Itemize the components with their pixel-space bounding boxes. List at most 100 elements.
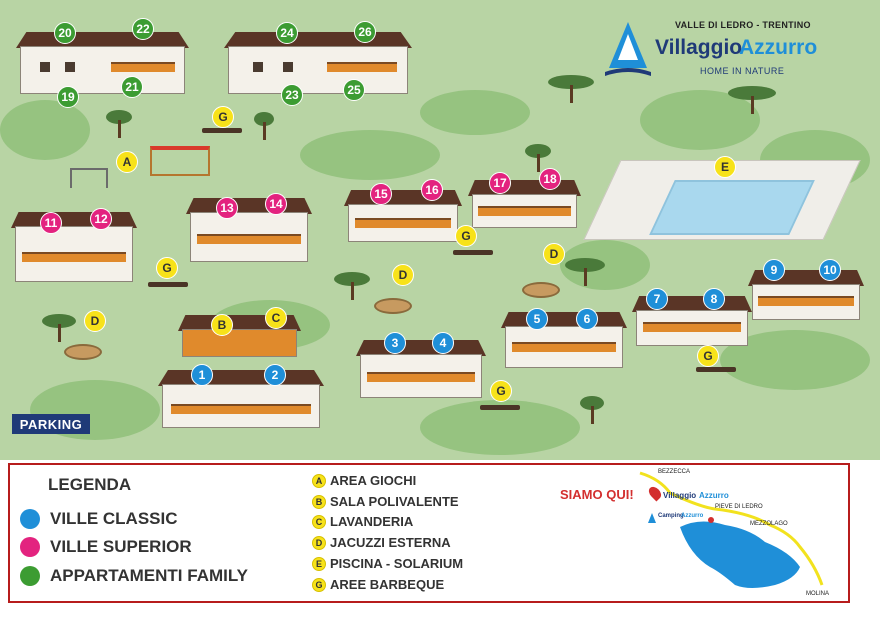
jacuzzi (522, 282, 560, 298)
brand-name-part2: Azzurro (739, 36, 818, 59)
legend-service-d: D JACUZZI ESTERNA (312, 535, 451, 550)
villa-marker-superior[interactable]: 16 (421, 179, 443, 201)
camping-label-part2: Azzurro (681, 513, 704, 519)
service-d-icon: D (312, 535, 326, 550)
common-building (178, 315, 301, 357)
playground (150, 146, 210, 176)
legend-service-g: G AREE BARBEQUE (312, 577, 444, 592)
tree (548, 75, 594, 109)
bbq-grill (696, 367, 736, 372)
villa-marker-classic[interactable]: 3 (384, 332, 406, 354)
legend-service-label: AREE BARBEQUE (330, 577, 445, 592)
town-label: MOLINA (806, 591, 830, 597)
jacuzzi (64, 344, 102, 360)
legend-item-family: APPARTAMENTI FAMILY (20, 566, 248, 586)
service-marker-multipurpose-hall[interactable]: B (211, 314, 233, 336)
brand-region: VALLE DI LEDRO - TRENTINO (675, 20, 811, 30)
location-dot (708, 517, 714, 523)
service-marker-jacuzzi[interactable]: D (392, 264, 414, 286)
legend-service-label: SALA POLIVALENTE (330, 494, 459, 509)
villa-marker-classic[interactable]: 2 (264, 364, 286, 386)
apartment-marker-family[interactable]: 24 (276, 22, 298, 44)
service-marker-bbq[interactable]: G (212, 106, 234, 128)
service-marker-bbq[interactable]: G (697, 345, 719, 367)
resort-label-part1: Villaggio (663, 491, 697, 500)
town-label: MEZZOLAGO (750, 521, 788, 527)
legend-panel: LEGENDA VILLE CLASSIC VILLE SUPERIOR APP… (8, 463, 850, 603)
villa-marker-classic[interactable]: 7 (646, 288, 668, 310)
legend-title: LEGENDA (48, 475, 132, 494)
villa-marker-superior[interactable]: 17 (489, 172, 511, 194)
tree (728, 86, 776, 120)
villa-classic-5-6 (501, 312, 627, 368)
legend-service-b: B SALA POLIVALENTE (312, 494, 459, 509)
family-apartment-building (16, 32, 189, 94)
superior-color-dot (20, 537, 40, 557)
apartment-marker-family[interactable]: 23 (281, 84, 303, 106)
villa-marker-superior[interactable]: 15 (370, 183, 392, 205)
service-e-icon: E (312, 556, 326, 571)
villa-marker-classic[interactable]: 10 (819, 259, 841, 281)
service-marker-playground[interactable]: A (116, 151, 138, 173)
legend-label: VILLE SUPERIOR (50, 537, 192, 556)
service-marker-bbq[interactable]: G (490, 380, 512, 402)
villa-superior-17-18 (468, 180, 581, 228)
legend-service-c: C LAVANDERIA (312, 514, 413, 529)
apartment-marker-family[interactable]: 20 (54, 22, 76, 44)
tree (580, 396, 604, 424)
bbq-grill (202, 128, 242, 133)
tree (254, 112, 274, 140)
legend-item-classic: VILLE CLASSIC (20, 509, 178, 529)
service-marker-bbq[interactable]: G (156, 257, 178, 279)
villa-marker-classic[interactable]: 5 (526, 308, 548, 330)
service-marker-bbq[interactable]: G (455, 225, 477, 247)
tree (106, 110, 132, 140)
swimming-pool (649, 180, 815, 235)
service-a-icon: A (312, 473, 326, 488)
apartment-marker-family[interactable]: 26 (354, 21, 376, 43)
resort-label-part2: Azzurro (699, 491, 729, 500)
bbq-grill (148, 282, 188, 287)
bush (0, 100, 90, 160)
villa-superior-15-16 (344, 190, 462, 242)
tree (42, 314, 76, 348)
swing-set (70, 168, 108, 188)
parking-label: PARKING (12, 414, 90, 434)
resort-map: 1 2 3 4 5 6 7 8 9 10 11 12 13 14 15 16 1… (0, 0, 880, 460)
villa-marker-superior[interactable]: 12 (90, 208, 112, 230)
family-apartment-building (224, 32, 412, 94)
tree (334, 272, 370, 306)
service-marker-jacuzzi[interactable]: D (543, 243, 565, 265)
villa-marker-classic[interactable]: 1 (191, 364, 213, 386)
villa-marker-classic[interactable]: 4 (432, 332, 454, 354)
legend-service-e: E PISCINA - SOLARIUM (312, 556, 463, 571)
service-marker-jacuzzi[interactable]: D (84, 310, 106, 332)
legend-label: APPARTAMENTI FAMILY (50, 566, 249, 585)
apartment-marker-family[interactable]: 25 (343, 79, 365, 101)
location-minimap: SIAMO QUI! Villaggio Azzurro Camping Azz… (550, 467, 848, 599)
villa-marker-classic[interactable]: 6 (576, 308, 598, 330)
legend-service-label: PISCINA - SOLARIUM (330, 556, 464, 571)
villa-marker-superior[interactable]: 11 (40, 212, 62, 234)
tree (565, 258, 605, 292)
service-c-icon: C (312, 514, 326, 529)
here-label: SIAMO QUI! (560, 487, 634, 502)
villa-marker-superior[interactable]: 18 (539, 168, 561, 190)
classic-color-dot (20, 509, 40, 529)
service-marker-laundry[interactable]: C (265, 307, 287, 329)
legend-item-superior: VILLE SUPERIOR (20, 537, 192, 557)
apartment-marker-family[interactable]: 22 (132, 18, 154, 40)
camping-sail-icon (648, 513, 656, 523)
apartment-marker-family[interactable]: 19 (57, 86, 79, 108)
villa-marker-superior[interactable]: 13 (216, 197, 238, 219)
villa-marker-classic[interactable]: 9 (763, 259, 785, 281)
bush (300, 130, 440, 180)
jacuzzi (374, 298, 412, 314)
service-marker-pool[interactable]: E (714, 156, 736, 178)
villa-marker-classic[interactable]: 8 (703, 288, 725, 310)
town-label: PIEVE DI LEDRO (715, 504, 763, 510)
apartment-marker-family[interactable]: 21 (121, 76, 143, 98)
villa-marker-superior[interactable]: 14 (265, 193, 287, 215)
legend-service-label: LAVANDERIA (330, 514, 414, 529)
service-g-icon: G (312, 577, 326, 592)
